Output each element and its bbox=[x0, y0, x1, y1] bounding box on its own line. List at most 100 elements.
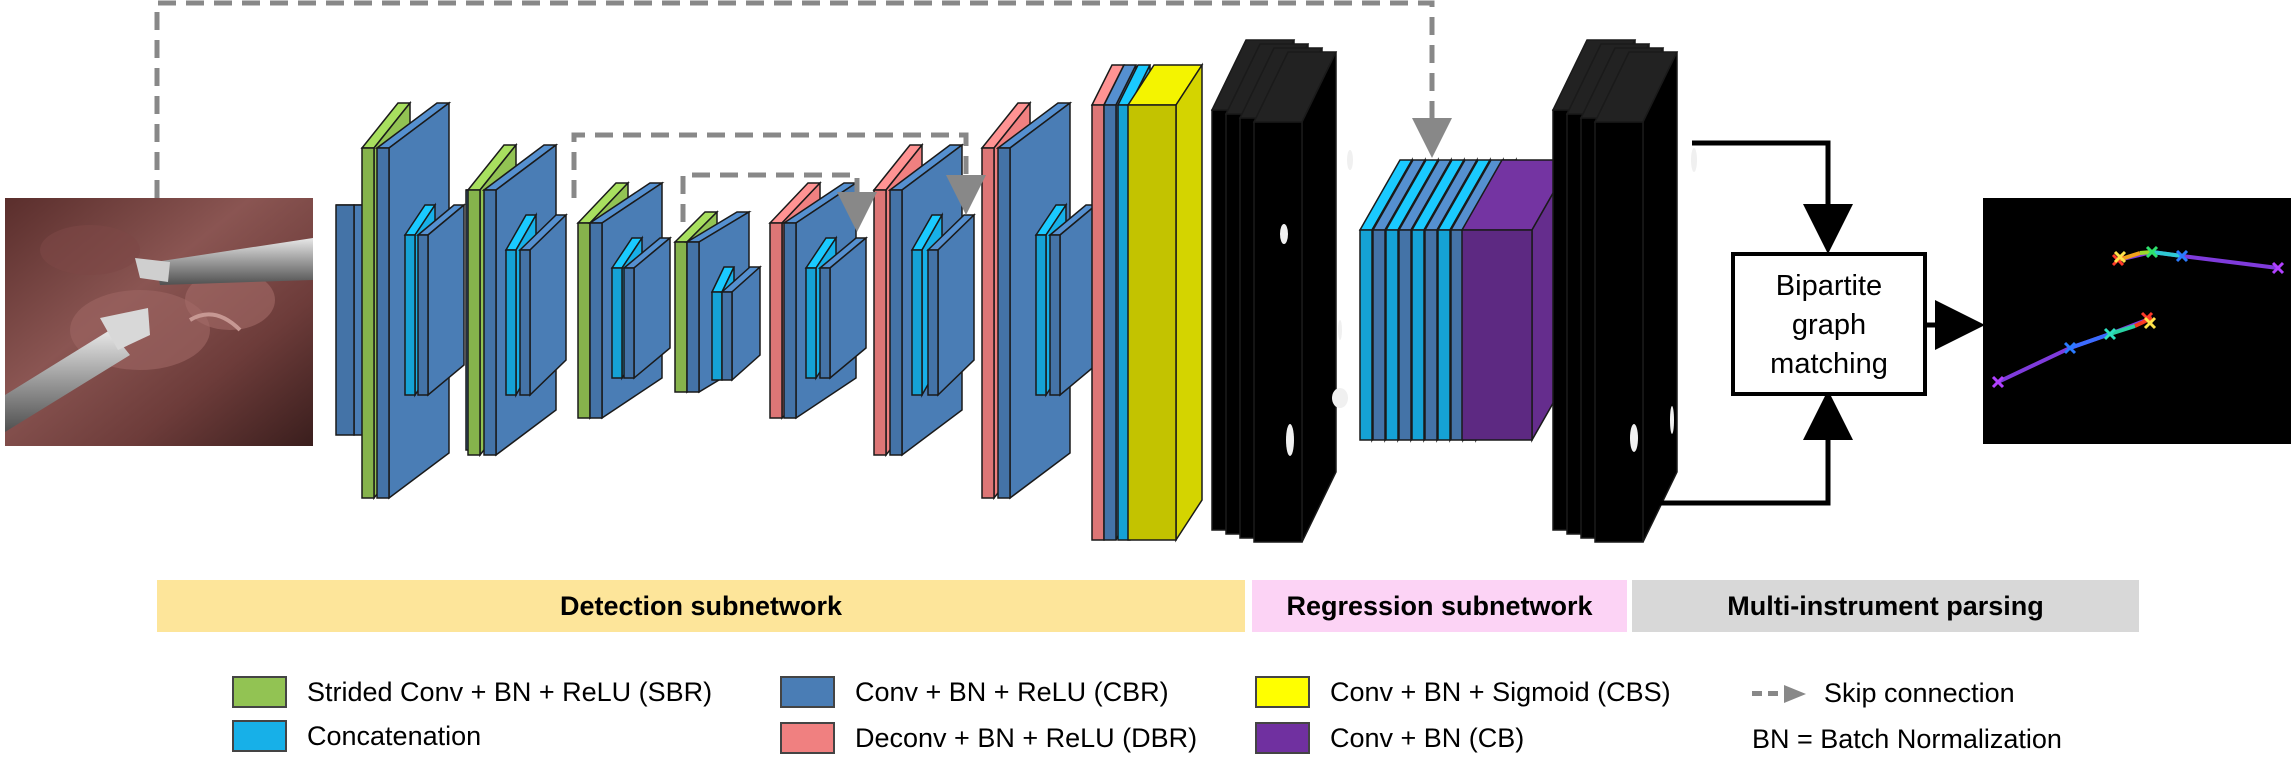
block-33-cbs-side bbox=[1175, 62, 1203, 543]
legend-item-dbr: Deconv + BN + ReLU (DBR) bbox=[780, 722, 1197, 754]
legend-label-cbs: Conv + BN + Sigmoid (CBS) bbox=[1330, 676, 1671, 707]
maps1-map-3 bbox=[1252, 51, 1338, 543]
block-17-cbr-front bbox=[721, 291, 733, 381]
block-17-cbr bbox=[720, 265, 762, 382]
block-25-cbr bbox=[926, 213, 976, 397]
regression-blocks bbox=[1358, 157, 1574, 443]
block-16-concat-front bbox=[711, 291, 723, 381]
skip-connections bbox=[154, 0, 1452, 232]
block-13-cbr bbox=[621, 236, 673, 380]
regression-output-maps bbox=[1551, 39, 1697, 543]
maps1-blob-0 bbox=[1280, 224, 1288, 244]
block-0-cbr bbox=[335, 204, 365, 436]
block-2-cbr-front bbox=[376, 147, 390, 499]
block-9-cbr-front bbox=[519, 249, 531, 396]
arrow-top-to-matching bbox=[1692, 140, 1853, 254]
legend-label-cb: Conv + BN (CB) bbox=[1330, 722, 1525, 753]
regression-band: Regression subnetwork bbox=[1252, 580, 1627, 632]
legend-item-cbs: Conv + BN + Sigmoid (CBS) bbox=[1255, 676, 1671, 708]
legend-item-concat: Concatenation bbox=[232, 720, 481, 752]
legend-item-cbr: Conv + BN + ReLU (CBR) bbox=[780, 676, 1169, 708]
legend-label-dbr: Deconv + BN + ReLU (DBR) bbox=[855, 722, 1198, 753]
maps2-map-3-side bbox=[1642, 51, 1678, 543]
matching-section: Bipartite graph matching bbox=[1652, 140, 1985, 506]
legend-swatch-cb bbox=[1255, 722, 1310, 754]
block-12-concat-front bbox=[611, 267, 623, 379]
legend-label-sbr: Strided Conv + BN + ReLU (SBR) bbox=[307, 676, 713, 707]
block-24-concat-front bbox=[911, 249, 923, 396]
skip-arrowhead-icon bbox=[1784, 684, 1806, 703]
arrow-bottom-to-matching bbox=[1652, 390, 1853, 506]
skip-connection-middle bbox=[571, 132, 986, 215]
block-31-cbr-front bbox=[1103, 104, 1117, 541]
maps2-map-3-front bbox=[1594, 121, 1644, 543]
reg-block-4-front bbox=[1411, 229, 1425, 441]
block-8-concat-front bbox=[505, 249, 517, 396]
block-10-sbr-front bbox=[577, 222, 591, 419]
block-0-cbr-front bbox=[335, 204, 355, 436]
block-3-concat-front bbox=[404, 234, 416, 396]
block-27-cbr-front bbox=[997, 147, 1011, 499]
reg-block-6-front bbox=[1437, 229, 1451, 441]
legend-item-bn: BN = Batch Normalization bbox=[1752, 724, 2062, 755]
parsing-band-label: Multi-instrument parsing bbox=[1727, 590, 2044, 621]
block-26-dbr-front bbox=[981, 147, 995, 499]
block-13-cbr-front bbox=[623, 267, 635, 379]
legend-label-concat: Concatenation bbox=[307, 720, 482, 751]
block-7-cbr-front bbox=[483, 189, 497, 456]
maps1-blob-3 bbox=[1332, 388, 1348, 408]
maps2-blob-2 bbox=[1670, 406, 1674, 434]
block-4-cbr-side bbox=[427, 203, 465, 397]
maps2-blob-0 bbox=[1691, 148, 1697, 172]
block-30-dbr-front bbox=[1091, 104, 1105, 541]
legend-item-skip: Skip connection bbox=[1752, 678, 2015, 709]
legend-swatch-cbr bbox=[780, 676, 835, 708]
detection-output-maps bbox=[1210, 39, 1353, 543]
reg-block-cb-front bbox=[1461, 229, 1533, 441]
skip-dash-icon bbox=[1752, 691, 1778, 696]
block-28-concat-front bbox=[1035, 234, 1047, 396]
legend-item-sbr: Strided Conv + BN + ReLU (SBR) bbox=[232, 676, 712, 708]
block-23-cbr-front bbox=[889, 189, 903, 456]
regression-band-label: Regression subnetwork bbox=[1286, 590, 1593, 621]
reg-block-1-front bbox=[1372, 229, 1386, 441]
block-4-cbr-front bbox=[417, 234, 429, 396]
legend-label-cbr: Conv + BN + ReLU (CBR) bbox=[855, 676, 1169, 707]
maps2-blob-1 bbox=[1630, 424, 1638, 452]
block-33-cbs bbox=[1126, 62, 1204, 543]
reg-block-7-front bbox=[1450, 229, 1464, 441]
block-22-dbr-front bbox=[873, 189, 887, 456]
matching-label-1: Bipartite bbox=[1776, 270, 1882, 302]
block-1-sbr-front bbox=[361, 147, 375, 499]
maps1-blob-1 bbox=[1347, 150, 1353, 170]
matching-label-2: graph bbox=[1792, 309, 1866, 341]
block-15-cbr-front bbox=[686, 241, 700, 393]
block-21-cbr bbox=[817, 236, 869, 380]
legend-swatch-concat bbox=[232, 720, 287, 752]
detection-band-label: Detection subnetwork bbox=[559, 590, 843, 621]
block-6-sbr-front bbox=[467, 189, 481, 456]
reg-block-0-front bbox=[1359, 229, 1373, 441]
parsing-band: Multi-instrument parsing bbox=[1632, 580, 2139, 632]
network-blocks bbox=[335, 62, 1204, 543]
maps1-map-3-side bbox=[1301, 51, 1337, 543]
legend-label-bn: BN = Batch Normalization bbox=[1752, 724, 2062, 754]
input-surgical-image bbox=[5, 198, 313, 446]
detection-band: Detection subnetwork bbox=[157, 580, 1245, 632]
maps1-map-3-front bbox=[1253, 121, 1303, 543]
reg-block-3-front bbox=[1398, 229, 1412, 441]
block-18-dbr-front bbox=[769, 222, 783, 419]
parsing-output-image bbox=[1983, 198, 2291, 444]
block-20-concat-front bbox=[805, 267, 817, 379]
reg-block-2-front bbox=[1385, 229, 1399, 441]
block-21-cbr-front bbox=[819, 267, 831, 379]
legend-swatch-sbr bbox=[232, 676, 287, 708]
block-29-cbr-front bbox=[1049, 234, 1061, 396]
matching-label-3: matching bbox=[1770, 348, 1888, 380]
legend-swatch-dbr bbox=[780, 722, 835, 754]
block-4-cbr bbox=[415, 203, 467, 397]
legend-item-cb: Conv + BN (CB) bbox=[1255, 722, 1524, 754]
block-33-cbs-front bbox=[1127, 104, 1177, 541]
legend-swatch-cbs bbox=[1255, 676, 1310, 708]
